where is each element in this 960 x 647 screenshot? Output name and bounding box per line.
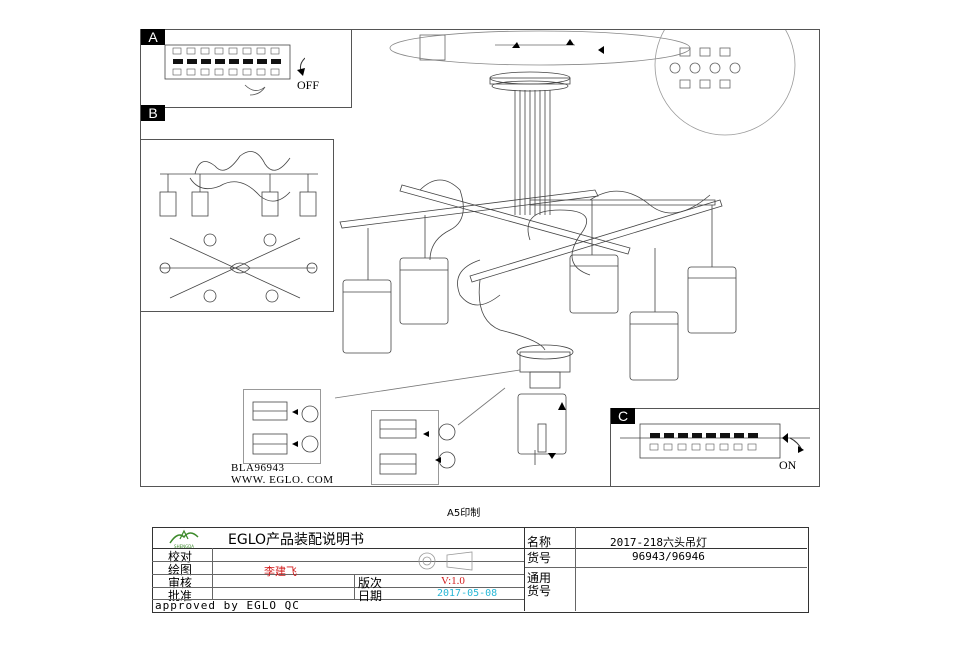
inset-b-label: B xyxy=(141,105,165,121)
label-review: 审核 xyxy=(168,576,193,590)
common-label-1: 通用 xyxy=(527,571,552,585)
inset-a-state: OFF xyxy=(297,78,320,92)
inset-b-frame xyxy=(140,139,334,312)
label-drawn: 绘图 xyxy=(168,563,193,577)
version-label: 版次 xyxy=(358,576,383,590)
inset-c-frame xyxy=(610,408,820,487)
name-label: 名称 xyxy=(527,535,552,549)
tb-rule-2 xyxy=(152,561,524,562)
detail-panel-1-socket-drawing xyxy=(252,401,319,455)
part-value: 96943/96946 xyxy=(632,550,705,563)
tb-rule-1 xyxy=(152,548,807,549)
version-value: V:1.0 xyxy=(441,575,465,587)
inset-b-fixture-views xyxy=(159,151,318,303)
inset-c-state: ON xyxy=(779,458,797,472)
company-logo: SHENGDA xyxy=(169,529,199,549)
logo-text: SHENGDA xyxy=(174,544,194,549)
document-title: EGLO产品装配说明书 xyxy=(228,532,365,548)
detail-panel-2 xyxy=(371,410,439,485)
tb-vrule-3 xyxy=(524,527,525,611)
date-value: 2017-05-08 xyxy=(437,588,498,599)
model-code: BLA96943 xyxy=(231,462,285,474)
inset-a-label: A xyxy=(141,29,165,45)
tb-vrule-1 xyxy=(212,548,213,599)
tb-rule-r1 xyxy=(524,567,807,568)
inset-a-switch-illustration xyxy=(164,44,305,96)
print-size-note: A5印制 xyxy=(447,508,481,519)
approved-by: approved by EGLO QC xyxy=(155,599,300,612)
tb-rule-3 xyxy=(152,574,524,575)
common-label-2: 货号 xyxy=(527,584,552,598)
label-check: 校对 xyxy=(168,550,193,564)
title-block xyxy=(152,527,809,613)
projection-symbol xyxy=(418,551,473,571)
tb-vrule-2 xyxy=(354,574,355,599)
part-label: 货号 xyxy=(527,551,552,565)
date-label: 日期 xyxy=(358,589,383,603)
inset-a-frame xyxy=(140,29,352,108)
website-url: WWW. EGLO. COM xyxy=(231,474,334,486)
chandelier-assembly-drawing xyxy=(334,30,796,465)
drawer-name: 李建飞 xyxy=(264,565,297,578)
inset-c-label: C xyxy=(611,408,635,424)
tb-rule-5 xyxy=(152,599,524,600)
detail-panel-2-socket-drawing xyxy=(379,419,456,475)
tb-vrule-4 xyxy=(575,527,576,611)
tb-rule-4 xyxy=(152,587,524,588)
name-value: 2017-218六头吊灯 xyxy=(610,536,707,549)
inset-c-switch-illustration xyxy=(620,423,810,459)
detail-panel-1 xyxy=(243,389,321,464)
